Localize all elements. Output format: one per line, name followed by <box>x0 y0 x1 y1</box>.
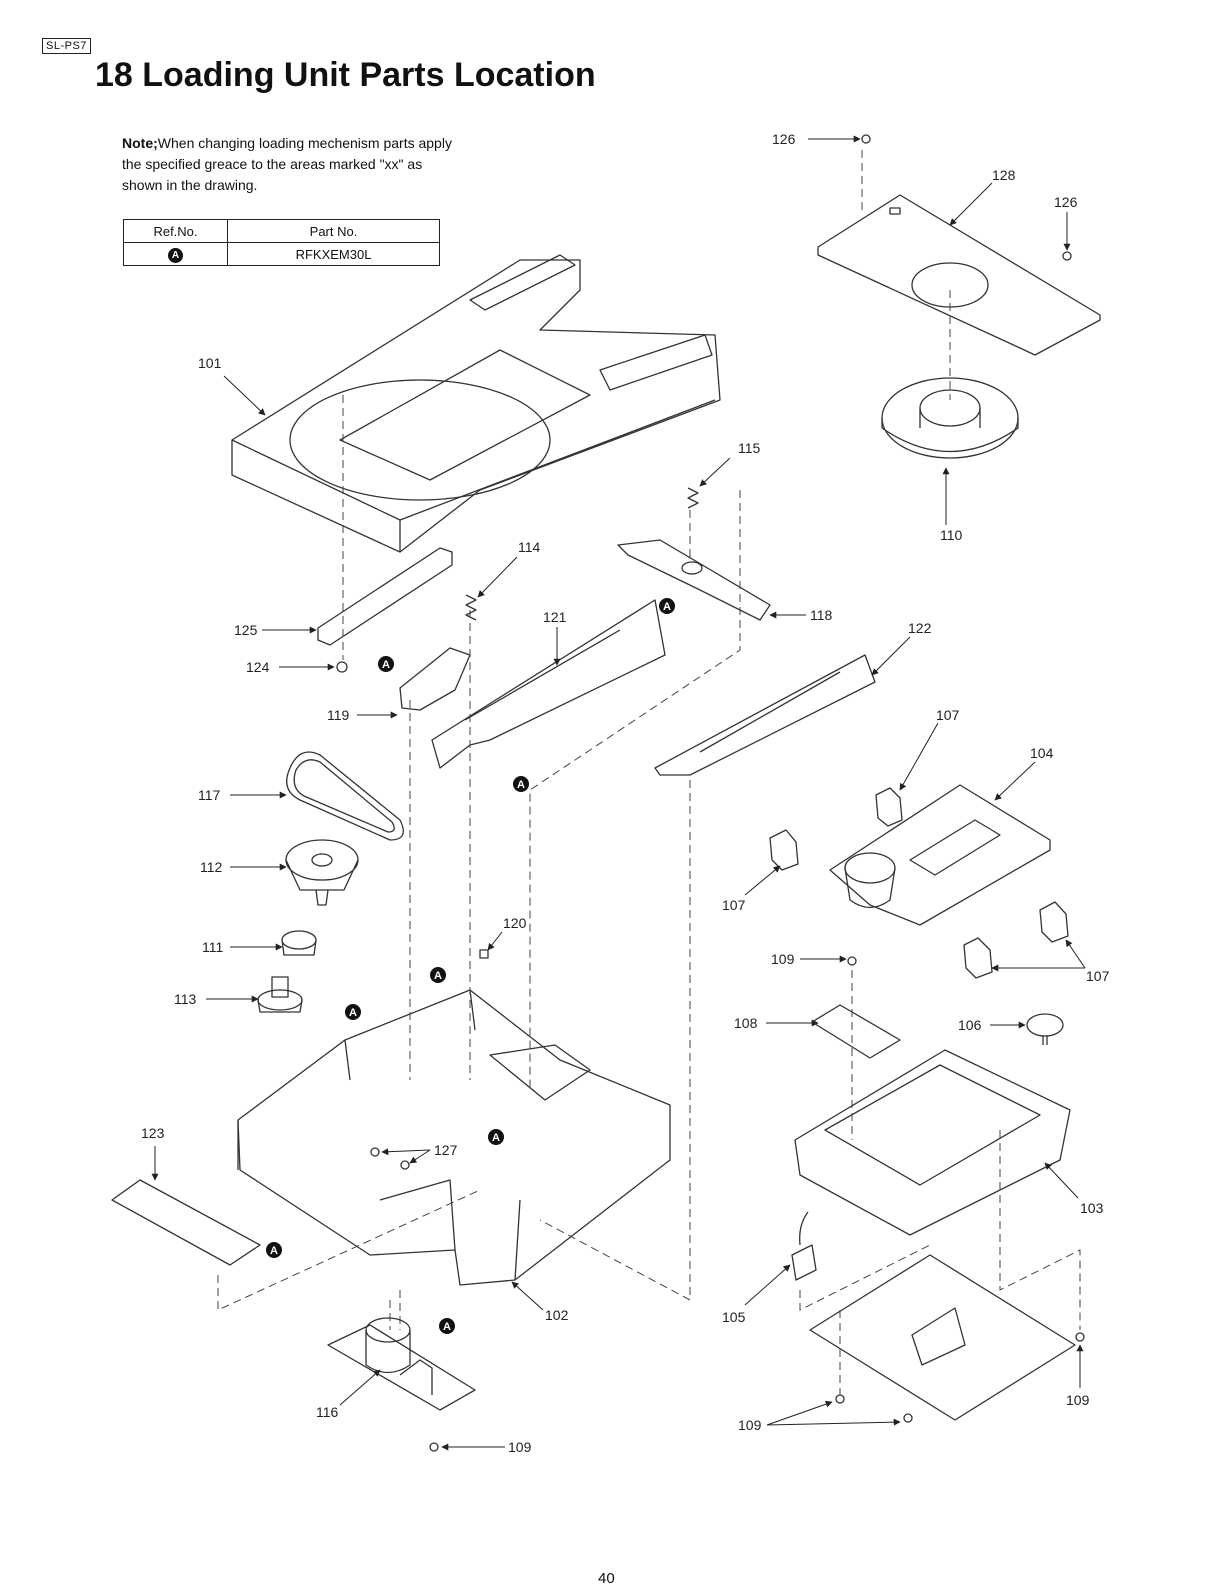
grease-mark: A <box>345 1004 361 1020</box>
part-123-plate <box>111 1179 261 1266</box>
part-108-bracket <box>811 1004 901 1059</box>
callout-111: 111 <box>202 939 223 955</box>
callout-113: 112 <box>200 859 223 875</box>
callout-110: 110 <box>940 527 963 543</box>
callout-121: 121 <box>543 609 567 625</box>
svg-text:A: A <box>517 779 525 791</box>
grease-mark: A <box>659 598 675 614</box>
callout-107-right: 107 <box>1086 968 1110 984</box>
note: Note;When changing loading mechenism par… <box>122 133 452 196</box>
callout-109-bottom: 109 <box>738 1417 762 1433</box>
part-122-slide-plate <box>654 654 876 776</box>
callout-109-motor: 109 <box>508 1439 532 1455</box>
callout-108: 108 <box>734 1015 758 1031</box>
callout-126-top: 126 <box>772 131 796 147</box>
grease-table-ref-cell: A <box>123 242 228 266</box>
callout-120: 119 <box>327 707 350 723</box>
callout-124: 124 <box>246 659 270 675</box>
callout-114: 116 <box>316 1404 339 1420</box>
callout-107-top: 107 <box>936 707 960 723</box>
callout-102: 102 <box>545 1307 569 1323</box>
part-103-sub-chassis <box>794 1049 1071 1236</box>
svg-text:A: A <box>663 601 671 613</box>
callout-107-left: 107 <box>722 897 746 913</box>
grease-table-row: A RFKXEM30L <box>123 242 440 266</box>
page-number: 40 <box>598 1570 615 1587</box>
callout-105: 105 <box>722 1309 746 1325</box>
part-107-damper-4 <box>963 937 993 979</box>
svg-text:A: A <box>270 1245 278 1257</box>
part-114-motor-board <box>327 1317 476 1411</box>
page-title: 18 Loading Unit Parts Location <box>95 56 596 94</box>
part-116-spring <box>687 487 699 509</box>
part-101-disc-tray <box>231 254 721 553</box>
svg-text:A: A <box>382 659 390 671</box>
part-117-belt <box>286 751 404 841</box>
callout-103: 103 <box>1080 1200 1104 1216</box>
callout-leaders <box>151 135 1086 1451</box>
grease-table-header-part: Part No. <box>227 219 440 243</box>
callout-101: 101 <box>198 355 222 371</box>
part-119-lever <box>617 539 771 621</box>
callout-123: 123 <box>141 1125 165 1141</box>
callout-labels: 126 128 126 101 115 110 114 118 125 124 … <box>141 131 1110 1455</box>
callout-127: 127 <box>434 1142 458 1158</box>
part-112-gear <box>257 976 303 1013</box>
part-120-lever <box>399 647 471 711</box>
callout-112: 113 <box>174 991 197 1007</box>
grease-mark: A <box>439 1318 455 1334</box>
part-105-connector <box>791 1211 817 1281</box>
part-107-damper-2 <box>769 829 799 871</box>
part-128-top-plate <box>817 194 1101 356</box>
callout-122: 122 <box>908 620 932 636</box>
part-111-gear <box>281 930 317 956</box>
grease-mark: A <box>266 1242 282 1258</box>
grease-table-partno-cell: RFKXEM30L <box>227 242 440 266</box>
callout-125: 125 <box>234 622 258 638</box>
note-label: Note; <box>122 135 158 151</box>
part-115-spring <box>465 594 477 621</box>
assembly-guide-lines <box>217 150 1081 1395</box>
part-screws <box>336 134 1085 1452</box>
svg-text:A: A <box>349 1007 357 1019</box>
callout-119: 118 <box>810 607 833 623</box>
pcb-board <box>809 1254 1076 1421</box>
part-107-damper-1 <box>875 787 903 827</box>
callout-118: 120 <box>503 915 527 931</box>
grease-mark: A <box>513 776 529 792</box>
part-107-damper-3 <box>1039 901 1069 943</box>
svg-text:A: A <box>434 970 442 982</box>
grease-markers: A A A A A A A A <box>266 598 675 1334</box>
part-121-cam-slider <box>431 599 666 769</box>
svg-text:A: A <box>443 1321 451 1333</box>
callout-109-right: 109 <box>1066 1392 1090 1408</box>
svg-text:A: A <box>492 1132 500 1144</box>
part-110-clamper <box>881 377 1019 459</box>
callout-106: 106 <box>958 1017 982 1033</box>
part-113-pulley <box>285 839 359 906</box>
part-106-cap <box>1026 1013 1064 1045</box>
part-104-traverse <box>829 784 1051 926</box>
grease-mark: A <box>430 967 446 983</box>
grease-table: Ref.No. Part No. A RFKXEM30L <box>123 219 440 266</box>
model-tag: SL-PS7 <box>42 38 91 54</box>
part-125-gear-rack <box>317 547 453 646</box>
part-102-chassis <box>237 989 671 1286</box>
callout-109-mid: 109 <box>771 951 795 967</box>
callout-126-right: 126 <box>1054 194 1078 210</box>
note-text: When changing loading mechenism parts ap… <box>122 135 452 193</box>
grease-mark: A <box>488 1129 504 1145</box>
callout-128: 128 <box>992 167 1016 183</box>
callout-116: 115 <box>738 440 761 456</box>
callout-104: 104 <box>1030 745 1054 761</box>
callout-117: 117 <box>198 787 221 803</box>
callout-115: 114 <box>518 539 541 555</box>
grease-mark-badge: A <box>168 247 183 263</box>
grease-mark: A <box>378 656 394 672</box>
